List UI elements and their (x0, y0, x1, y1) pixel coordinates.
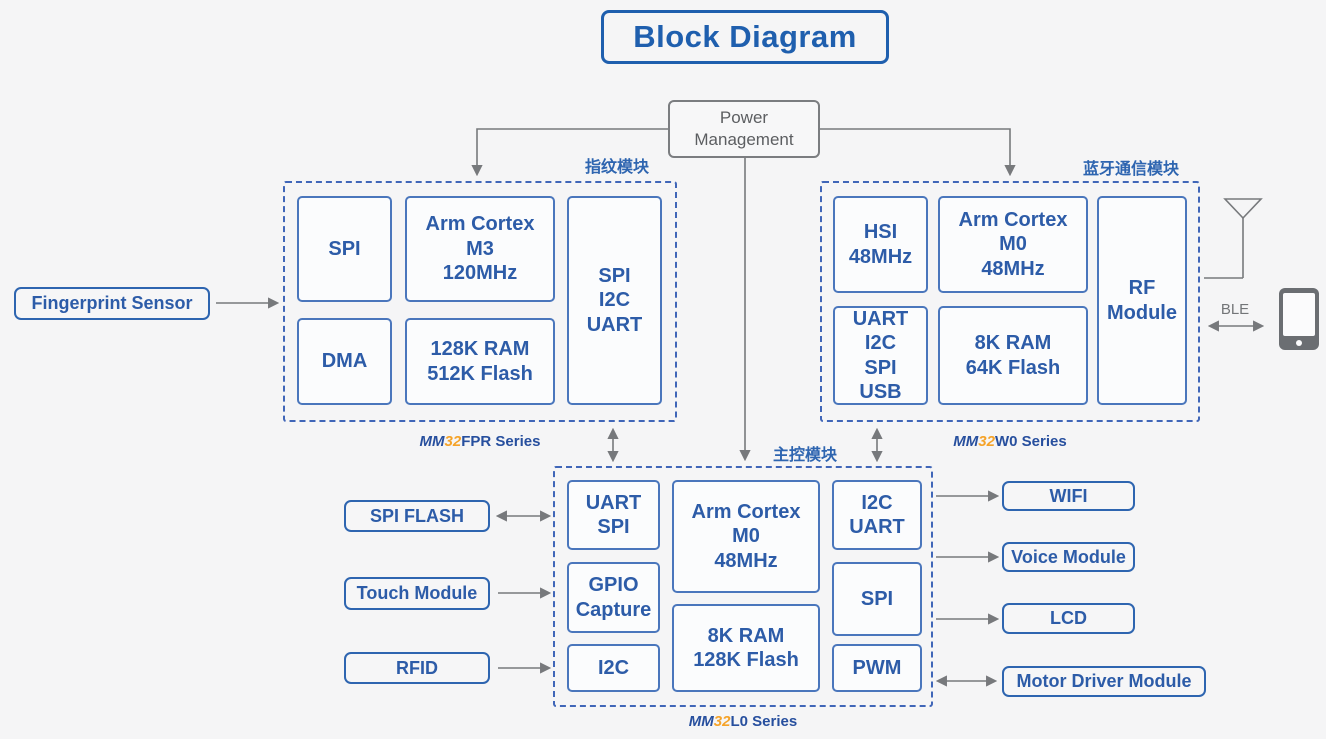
chip-spi-i2c-uart: SPI I2C UART (567, 196, 662, 405)
chip-i2c: I2C (567, 644, 660, 692)
smartphone-icon (1279, 288, 1319, 350)
antenna-icon (1204, 198, 1263, 279)
chip-i2c-uart: I2C UART (832, 480, 922, 550)
rfid-box: RFID (344, 652, 490, 684)
chip-gpio-capture: GPIO Capture (567, 562, 660, 633)
main-series-label: MM32L0 Series (553, 713, 933, 730)
chip-arm-cortex-m0-main: Arm Cortex M0 48MHz (672, 480, 820, 593)
power-management-box: Power Management (668, 100, 820, 158)
chip-arm-cortex-m0-bt: Arm Cortex M0 48MHz (938, 196, 1088, 293)
chip-dma: DMA (297, 318, 392, 405)
bluetooth-series-label: MM32W0 Series (820, 433, 1200, 450)
fingerprint-series-label: MM32FPR Series (283, 433, 677, 450)
ble-label: BLE (1220, 301, 1250, 318)
chip-uart-spi: UART SPI (567, 480, 660, 550)
series-num: 32 (713, 713, 731, 730)
chip-pwm: PWM (832, 644, 922, 692)
fingerprint-module (283, 181, 677, 422)
spi-flash-box: SPI FLASH (344, 500, 490, 532)
chip-arm-cortex-m3: Arm Cortex M3 120MHz (405, 196, 555, 302)
series-rest: L0 Series (730, 713, 798, 730)
diagram-title: Block Diagram (601, 10, 889, 64)
bluetooth-module (820, 181, 1200, 422)
main-module-tag: 主控模块 (773, 447, 838, 464)
series-mm: MM (419, 433, 445, 450)
series-mm: MM (688, 713, 714, 730)
lcd-box: LCD (1002, 603, 1135, 634)
main-control-module (553, 466, 933, 707)
chip-hsi-48mhz: HSI 48MHz (833, 196, 928, 293)
chip-rf-module: RF Module (1097, 196, 1187, 405)
smartphone-home-button (1296, 340, 1302, 346)
fingerprint-module-tag: 指纹模块 (585, 159, 650, 176)
chip-uart-i2c-spi-usb: UART I2C SPI USB (833, 306, 928, 405)
series-num: 32 (444, 433, 462, 450)
chip-spi: SPI (297, 196, 392, 302)
series-num: 32 (978, 433, 995, 450)
chip-spi-main: SPI (832, 562, 922, 636)
bluetooth-module-tag: 蓝牙通信模块 (1083, 161, 1180, 178)
series-mm: MM (953, 433, 979, 450)
chip-128k-ram-512k-flash: 128K RAM 512K Flash (405, 318, 555, 405)
series-rest: FPR Series (461, 433, 541, 450)
pm-to-bluetooth-line (820, 128, 1016, 177)
chip-8k-ram-128k-flash: 8K RAM 128K Flash (672, 604, 820, 692)
series-rest: W0 Series (994, 433, 1067, 450)
voice-module-box: Voice Module (1002, 542, 1135, 572)
touch-module-box: Touch Module (344, 577, 490, 610)
smartphone-screen (1283, 293, 1315, 336)
motor-driver-module-box: Motor Driver Module (1002, 666, 1206, 697)
wifi-box: WIFI (1002, 481, 1135, 511)
fingerprint-sensor-box: Fingerprint Sensor (14, 287, 210, 320)
chip-8k-ram-64k-flash: 8K RAM 64K Flash (938, 306, 1088, 405)
